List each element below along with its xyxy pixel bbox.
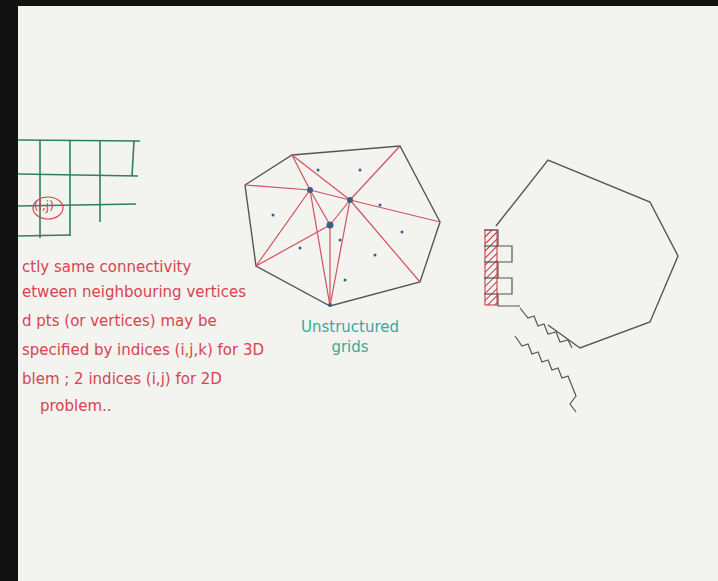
- note-line: problem..: [40, 397, 112, 415]
- note-line: blem ; 2 indices (i,j) for 2D: [22, 370, 222, 388]
- grid-type-label: Unstructured grids: [300, 318, 400, 357]
- curved-boundary-body: [484, 160, 678, 412]
- note-line: specified by indices (i,j,k) for 3D: [22, 341, 264, 359]
- frame-edge: [0, 0, 718, 6]
- frame-edge: [0, 0, 18, 581]
- unstructured-grid: [245, 146, 440, 307]
- note-line: ctly same connectivity: [22, 258, 191, 276]
- note-line: etween neighbouring vertices: [22, 283, 246, 301]
- grid-index-label: (i,j): [34, 199, 54, 213]
- grid-point-circle: [33, 197, 63, 219]
- note-line: d pts (or vertices) may be: [22, 312, 217, 330]
- structured-grid: [18, 140, 140, 238]
